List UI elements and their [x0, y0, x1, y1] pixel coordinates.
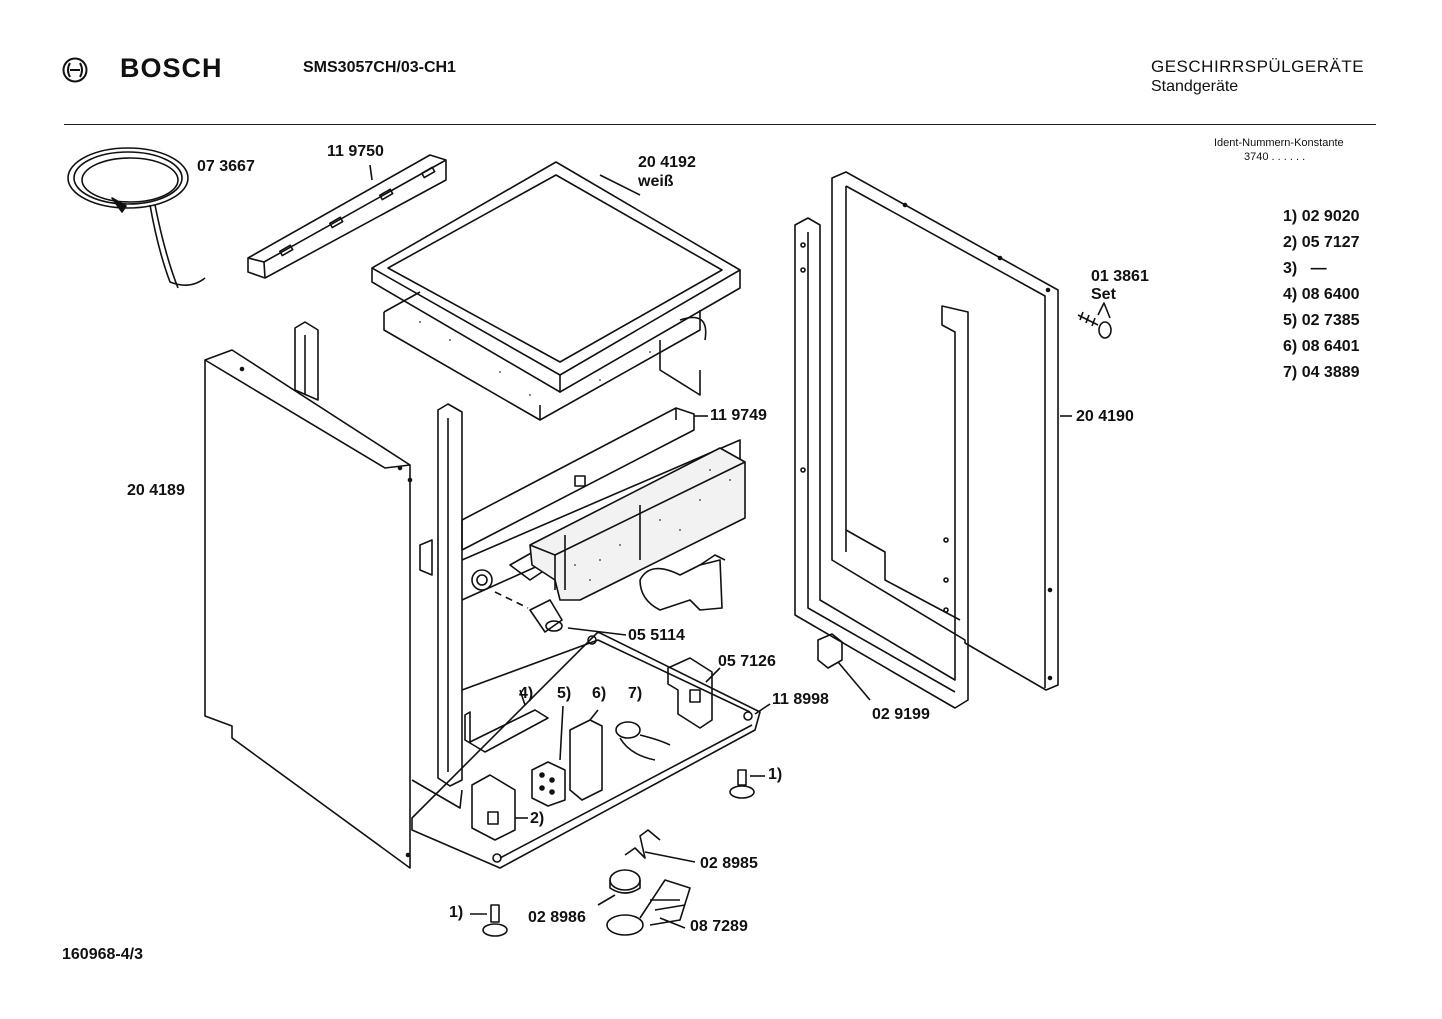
part-label-left-panel: 20 4189	[127, 482, 185, 499]
adjustable-foot-left	[470, 905, 507, 936]
part-label-rail: 11 9750	[327, 143, 384, 160]
crossbar-part	[462, 408, 740, 600]
part-label-switch: 02 9199	[872, 706, 930, 723]
part-label-worktop-note: weiß	[638, 173, 674, 190]
rear-upright-part	[295, 322, 318, 400]
leader-line	[560, 706, 563, 760]
bosch-logo-icon	[62, 57, 88, 83]
float-part	[625, 830, 695, 862]
screw-set-part	[1078, 303, 1111, 338]
leader-line	[520, 690, 525, 705]
legend-item: 1) 02 9020	[1283, 208, 1360, 225]
insulation-mat-part	[384, 292, 706, 420]
legend-item: 2) 05 7127	[1283, 234, 1360, 251]
top-rail-part	[248, 155, 446, 278]
part-5-terminal-block	[532, 762, 565, 806]
part-label-worktop: 20 4192	[638, 154, 696, 171]
left-side-panel-part	[205, 350, 412, 868]
part-label-ref-4: 4)	[519, 685, 534, 702]
part-label-crossbar: 11 9749	[710, 407, 767, 424]
bottom-bracket-part	[472, 775, 515, 840]
power-cable-part	[68, 148, 205, 288]
legend-item: 3) —	[1283, 260, 1327, 277]
front-frame-part	[412, 404, 462, 808]
right-side-panel-part	[832, 172, 1058, 690]
part-label-drain: 08 7289	[690, 918, 748, 935]
part-label-foot-left: 1)	[449, 904, 464, 921]
part-6-clip	[570, 710, 602, 800]
part-7-suppressor	[616, 722, 670, 760]
part-label-right-panel: 20 4190	[1076, 408, 1134, 425]
part-label-float-cap: 02 8986	[528, 909, 586, 926]
part-label-ref-5: 5)	[557, 685, 572, 702]
hose-connector-part	[640, 555, 725, 610]
model-number: SMS3057CH/03-CH1	[303, 59, 456, 76]
control-module-part	[530, 448, 745, 600]
part-label-screw-set-note: Set	[1091, 286, 1116, 303]
part-label-base: 11 8998	[772, 691, 829, 708]
leader-line	[755, 704, 770, 714]
ident-title: Ident-Nummern-Konstante	[1214, 137, 1344, 149]
part-label-ref-6: 6)	[592, 685, 607, 702]
subcategory-title: Standgeräte	[1151, 78, 1239, 95]
part-label-bracket-ref: 2)	[530, 810, 545, 827]
header-divider	[64, 124, 1376, 125]
part-label-screw-set: 01 3861	[1091, 268, 1149, 285]
category-title: GESCHIRRSPÜLGERÄTE	[1151, 57, 1365, 76]
capacitor-part	[495, 592, 626, 635]
part-label-cable: 07 3667	[197, 158, 255, 175]
leader-line	[600, 175, 640, 195]
door-switch-part	[818, 634, 870, 700]
part-4-holder	[465, 710, 548, 752]
part-label-foot-right: 1)	[768, 766, 783, 783]
part-label-float: 02 8985	[700, 855, 758, 872]
worktop-part	[372, 162, 740, 392]
legend-item: 7) 04 3889	[1283, 364, 1360, 381]
legend-item: 4) 08 6400	[1283, 286, 1360, 303]
legend-list: 1) 02 9020 2) 05 7127 3) — 4) 08 6400 5)…	[1283, 208, 1383, 390]
legend-item: 6) 08 6401	[1283, 338, 1360, 355]
brand-name: BOSCH	[120, 53, 223, 83]
bracket-part	[668, 658, 712, 728]
base-plate-part	[412, 632, 760, 868]
adjustable-foot-right	[730, 770, 765, 798]
leader-line	[706, 668, 720, 682]
foam-texture	[419, 321, 731, 581]
drain-part	[607, 880, 690, 935]
document-number: 160968-4/3	[62, 946, 143, 963]
part-label-capacitor: 05 5114	[628, 627, 685, 644]
part-label-bracket: 05 7126	[718, 653, 776, 670]
ident-value: 3740 . . . . . .	[1244, 151, 1306, 163]
right-door-frame-part	[795, 218, 968, 708]
float-cap-part	[598, 870, 640, 905]
leader-line	[370, 165, 372, 180]
part-label-ref-7: 7)	[628, 685, 643, 702]
legend-item: 5) 02 7385	[1283, 312, 1360, 329]
